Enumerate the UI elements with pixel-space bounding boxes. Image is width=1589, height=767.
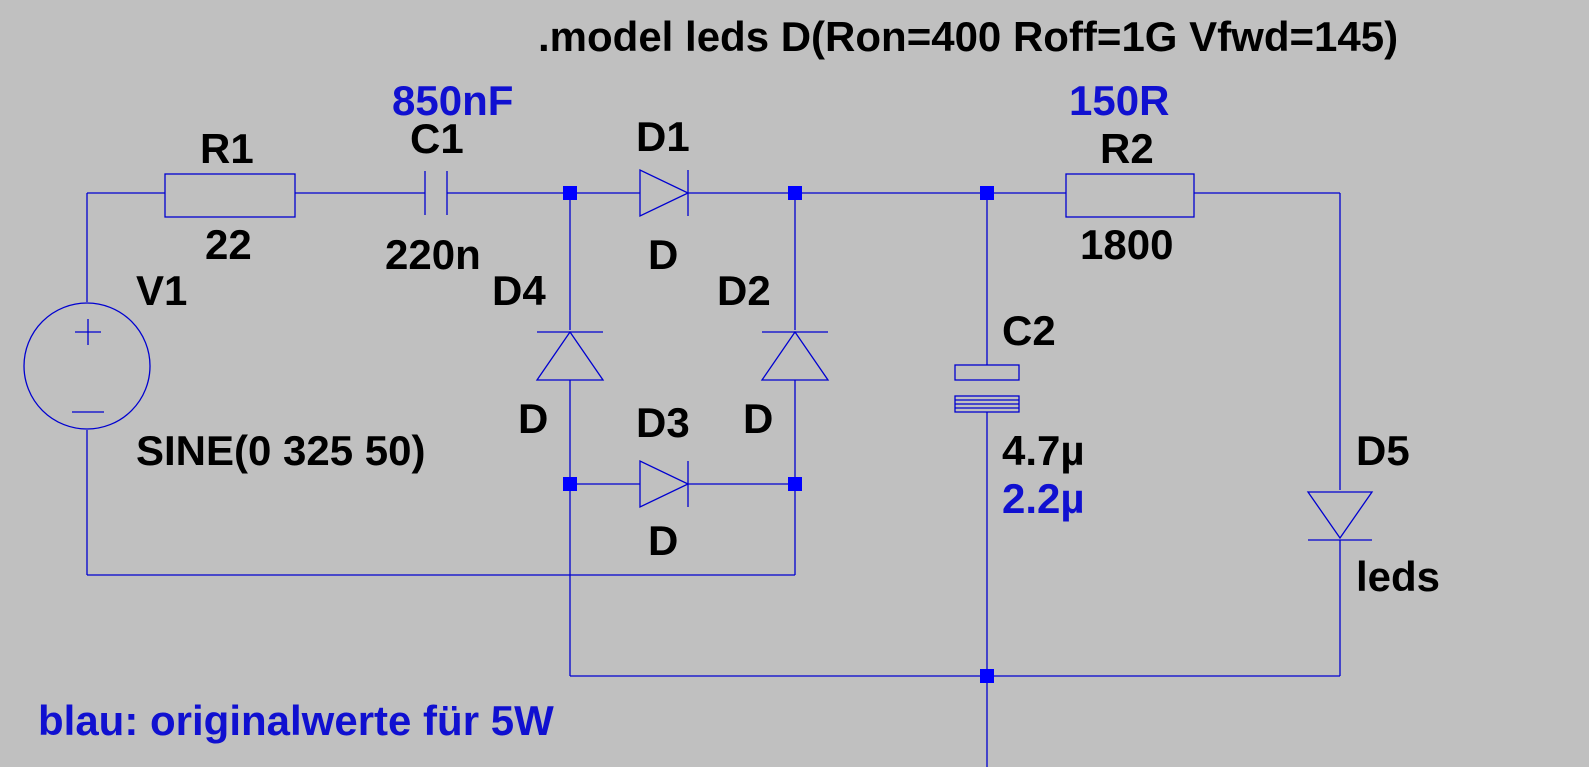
diode-d2 bbox=[760, 330, 830, 381]
d5-model: leds bbox=[1356, 553, 1441, 600]
d4-model: D bbox=[518, 395, 549, 442]
v1-name: V1 bbox=[136, 267, 188, 314]
d5-name: D5 bbox=[1356, 427, 1410, 474]
voltage-source-v1 bbox=[23, 302, 151, 430]
junction-dot bbox=[788, 477, 802, 491]
junction-dot bbox=[563, 477, 577, 491]
capacitor-c1 bbox=[424, 171, 448, 215]
diode-d5 bbox=[1306, 491, 1374, 541]
diode-d1 bbox=[639, 168, 690, 218]
junction-dot bbox=[788, 186, 802, 200]
c1-value: 220n bbox=[385, 231, 481, 278]
d2-name: D2 bbox=[717, 267, 771, 314]
resistor-r1 bbox=[164, 173, 296, 218]
r2-original-value: 150R bbox=[1069, 77, 1170, 124]
d3-model: D bbox=[648, 517, 679, 564]
junction-dot bbox=[980, 186, 994, 200]
r1-name: R1 bbox=[200, 125, 254, 172]
diode-d3 bbox=[639, 459, 690, 509]
junctions bbox=[563, 186, 994, 683]
d1-name: D1 bbox=[636, 113, 690, 160]
r2-value: 1800 bbox=[1080, 221, 1174, 268]
r1-value: 22 bbox=[205, 221, 252, 268]
c2-name: C2 bbox=[1002, 307, 1056, 354]
diode-d4 bbox=[535, 330, 605, 381]
d1-model: D bbox=[648, 231, 679, 278]
capacitor-c2 bbox=[954, 364, 1020, 413]
d3-name: D3 bbox=[636, 399, 690, 446]
color-note: blau: originalwerte für 5W bbox=[38, 697, 554, 744]
junction-dot bbox=[563, 186, 577, 200]
source-circle bbox=[23, 302, 151, 430]
c1-name: C1 bbox=[410, 115, 464, 162]
c2-original-value: 2.2µ bbox=[1002, 475, 1085, 522]
d2-model: D bbox=[743, 395, 774, 442]
resistor-r2 bbox=[1065, 173, 1195, 218]
r2-name: R2 bbox=[1100, 125, 1154, 172]
junction-dot bbox=[980, 669, 994, 683]
spice-model-directive: .model leds D(Ron=400 Roff=1G Vfwd=145) bbox=[538, 13, 1399, 60]
c2-value: 4.7µ bbox=[1002, 427, 1085, 474]
d4-name: D4 bbox=[492, 267, 546, 314]
v1-value: SINE(0 325 50) bbox=[136, 427, 426, 474]
wires bbox=[86, 192, 1341, 767]
c1-original-value: 850nF bbox=[392, 77, 514, 124]
